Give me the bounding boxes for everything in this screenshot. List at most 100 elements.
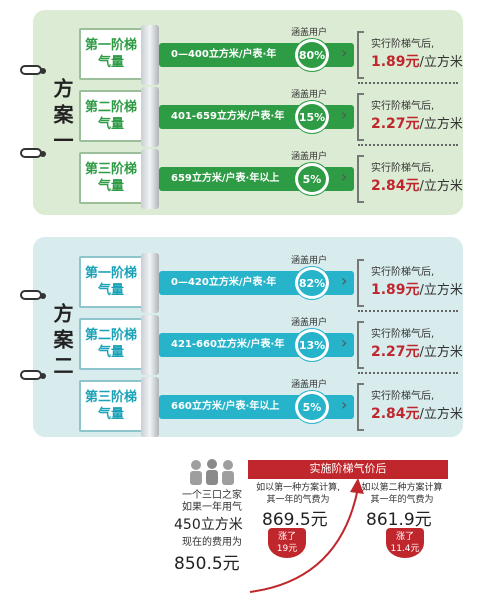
binder-ring: [20, 290, 46, 300]
tier-name-text: 第二阶梯气量: [84, 100, 137, 132]
price-line: 2.84元/立方米: [371, 175, 463, 195]
after-label: 实行阶梯气后,: [371, 391, 435, 402]
price-value: 2.84元: [371, 406, 420, 422]
after-label: 实行阶梯气后,: [371, 163, 435, 174]
price-value: 1.89元: [371, 282, 420, 298]
price-unit: /立方米: [419, 407, 463, 422]
price-line: 1.89元/立方米: [371, 279, 463, 299]
current-cost: 850.5元: [174, 554, 240, 574]
bracket: [357, 93, 364, 141]
price-line: 2.84元/立方米: [371, 403, 463, 423]
pipe-joint: [141, 253, 159, 313]
binder-ring: [20, 370, 46, 380]
pipe-joint: [141, 149, 159, 209]
coverage-badge: 80%: [295, 39, 329, 71]
pipe-joint: [141, 315, 159, 375]
pipe-joint: [141, 377, 159, 437]
price-value: 1.89元: [371, 54, 420, 70]
price-line: 1.89元/立方米: [371, 51, 463, 71]
pipe-joint: [141, 25, 159, 85]
binder-ring: [20, 65, 46, 75]
bracket: [357, 155, 364, 203]
bracket: [357, 31, 364, 79]
banner-underline: [248, 478, 448, 479]
plan2-text-2: 其一年的气费为: [370, 495, 434, 505]
trend-arrow: [249, 478, 364, 593]
coverage-label: 涵盖用户: [291, 380, 328, 390]
coverage-label: 涵盖用户: [291, 152, 328, 162]
coverage-badge: 5%: [295, 163, 329, 195]
chevron-right-icon: ›: [341, 105, 348, 124]
price-unit: /立方米: [419, 179, 463, 194]
tier-name-text: 第一阶梯气量: [84, 266, 137, 298]
bracket: [357, 383, 364, 431]
tier-range: 0—400立方米/户表·年: [171, 49, 277, 60]
price-unit: /立方米: [419, 117, 463, 132]
plan2-rise-label: 涨了: [395, 532, 414, 542]
after-label: 实行阶梯气后,: [371, 101, 435, 112]
tier-range: 0—420立方米/户表·年: [171, 277, 277, 288]
coverage-label: 涵盖用户: [291, 318, 328, 328]
dotted-divider: [358, 82, 458, 84]
coverage-label: 涵盖用户: [291, 90, 328, 100]
banner-title: 实施阶梯气价后: [248, 460, 448, 478]
price-line: 2.27元/立方米: [371, 113, 463, 133]
tier-name: 第三阶梯气量: [79, 380, 143, 432]
tier-name: 第一阶梯气量: [79, 256, 143, 308]
family-text-1: 一个三口之家: [182, 490, 242, 501]
price-line: 2.27元/立方米: [371, 341, 463, 361]
plan1-text-1: 如以第一种方案计算,: [256, 483, 340, 493]
people-icon: [190, 459, 234, 485]
plan1-text-2: 其一年的气费为: [266, 495, 330, 505]
price-value: 2.84元: [371, 178, 420, 194]
tier-name: 第二阶梯气量: [79, 90, 143, 142]
binder-ring: [20, 148, 46, 158]
plan2-cost: 861.9元: [366, 510, 432, 530]
plan-one-title: 方案一: [50, 78, 74, 156]
price-unit: /立方米: [419, 55, 463, 70]
chevron-right-icon: ›: [341, 43, 348, 62]
price-unit: /立方米: [419, 345, 463, 360]
coverage-label: 涵盖用户: [291, 28, 328, 38]
tier-range: 660立方米/户表·年以上: [171, 401, 280, 412]
tier-name-text: 第一阶梯气量: [84, 38, 137, 70]
chevron-right-icon: ›: [341, 333, 348, 352]
coverage-badge: 15%: [295, 101, 329, 133]
plan-two-title: 方案二: [50, 303, 74, 381]
bracket: [357, 259, 364, 307]
plan1-cost: 869.5元: [262, 510, 328, 530]
chevron-right-icon: ›: [341, 271, 348, 290]
coverage-badge: 5%: [295, 391, 329, 423]
price-unit: /立方米: [419, 283, 463, 298]
usage-amount: 450立方米: [174, 517, 243, 533]
family-text-2: 如果一年用气: [182, 502, 242, 513]
plan2-text-1: 如以第二种方案计算: [361, 483, 443, 493]
tier-name-text: 第三阶梯气量: [84, 390, 137, 422]
dotted-divider: [358, 144, 458, 146]
tier-range: 401-659立方米/户表·年: [171, 111, 285, 122]
coverage-badge: 82%: [295, 267, 329, 299]
dotted-divider: [358, 372, 458, 374]
after-label: 实行阶梯气后,: [371, 329, 435, 340]
tier-name: 第一阶梯气量: [79, 28, 143, 80]
chevron-right-icon: ›: [341, 167, 348, 186]
tier-name: 第二阶梯气量: [79, 318, 143, 370]
plan2-rise: 11.4元: [390, 544, 420, 554]
tier-name-text: 第三阶梯气量: [84, 162, 137, 194]
bracket: [357, 321, 364, 369]
chevron-right-icon: ›: [341, 395, 348, 414]
tier-range: 421-660立方米/户表·年: [171, 339, 285, 350]
plan2-rise-badge: 涨了 11.4元: [386, 528, 424, 558]
tier-name-text: 第二阶梯气量: [84, 328, 137, 360]
coverage-label: 涵盖用户: [291, 256, 328, 266]
price-value: 2.27元: [371, 344, 420, 360]
tier-range: 659立方米/户表·年以上: [171, 173, 280, 184]
after-label: 实行阶梯气后,: [371, 267, 435, 278]
plan1-rise-label: 涨了: [277, 532, 296, 542]
pipe-joint: [141, 87, 159, 147]
